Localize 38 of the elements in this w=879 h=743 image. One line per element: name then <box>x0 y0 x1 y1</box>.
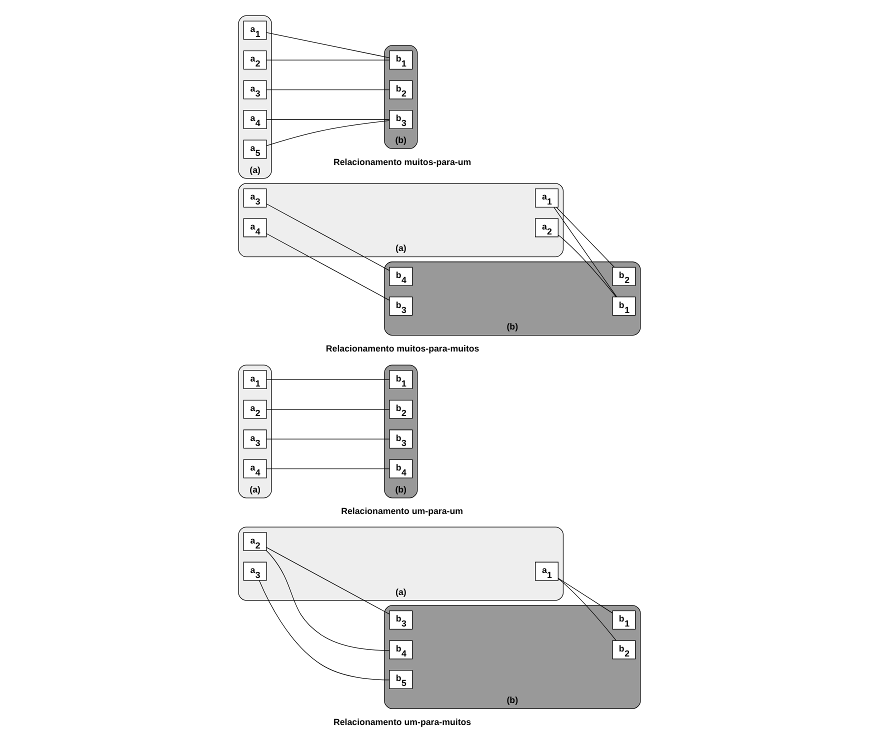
node-label: (b) <box>506 322 518 332</box>
cluster <box>238 183 564 258</box>
cluster <box>238 526 564 601</box>
node-label: (b) <box>395 135 407 146</box>
label: Relacionamento um-para-um <box>341 506 463 516</box>
connector <box>266 119 390 120</box>
node-label: (b) <box>395 484 407 494</box>
connector <box>266 89 390 90</box>
connector <box>266 547 390 614</box>
cluster <box>384 262 641 336</box>
connector <box>266 379 390 380</box>
connector <box>558 578 613 614</box>
node-label: (a) <box>396 243 406 254</box>
node-label: (a) <box>396 586 406 597</box>
connector <box>558 234 616 298</box>
cluster <box>238 15 272 179</box>
label: Relacionamento muitos-para-um <box>334 156 472 167</box>
connector <box>266 233 390 301</box>
connector <box>266 409 390 410</box>
connector <box>558 578 616 641</box>
connector <box>266 120 390 146</box>
connector <box>556 206 615 268</box>
connector <box>266 438 390 440</box>
cluster <box>384 605 641 709</box>
label: Relacionamento muitos-para-muitos <box>326 344 480 354</box>
connector <box>266 32 390 58</box>
label: Relacionamento um-para-muitos <box>334 716 472 727</box>
node-label: (a) <box>250 484 260 494</box>
connector <box>266 204 390 271</box>
node-label: (a) <box>250 164 260 175</box>
connector <box>266 468 390 470</box>
node-label: (b) <box>506 695 518 706</box>
connector <box>554 206 618 298</box>
connector <box>266 550 390 651</box>
cluster <box>384 364 418 498</box>
cluster <box>384 45 418 149</box>
connector <box>258 580 390 680</box>
cluster <box>238 364 272 498</box>
